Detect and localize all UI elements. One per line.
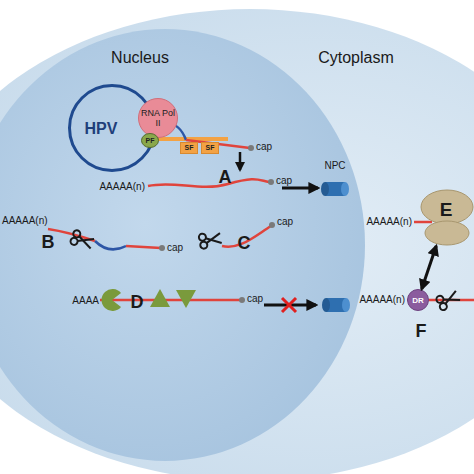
mrna-d-part [282,298,296,312]
node-text: DR [412,296,424,305]
mrna-a-part [239,152,242,170]
mrna-e [414,221,432,224]
mrna-d-part [100,299,240,302]
mrna-d-part [150,289,170,307]
region-label: Nucleus [111,50,169,66]
cap-label: cap [256,142,272,152]
step-letter: A [219,168,232,186]
mrna-f [407,289,474,312]
polymerase-circle: RNA Pol II [138,98,178,138]
region-label: Cytoplasm [318,50,394,66]
cap-label: cap [247,294,263,304]
node-text: E [440,200,453,220]
ribosome: E [418,188,474,246]
mrna-e-part [414,221,432,224]
shape-part [181,143,198,154]
cap-label: cap [277,217,293,227]
node-text: SF [185,144,194,152]
polya-label: AAAAA(n) [2,216,48,226]
mrna-d-part [282,298,296,312]
splicing-factor-box: SF [180,142,198,154]
polya-label: AAAAA(n) [359,295,405,305]
step-letter: C [238,234,251,252]
node-text: SF [206,144,215,152]
mrna-d [100,289,350,312]
mrna-c-part [269,222,275,228]
mrna-b-part [159,245,165,251]
nuclear-pore: NPC [318,162,352,198]
shape-part [341,182,349,196]
mrna-f-part [435,289,461,312]
mrna-d-part [322,298,350,312]
mrna-b-part [95,241,126,249]
shape-part [142,134,159,148]
polya-label: AAAAA(n) [99,182,145,192]
mrna-a-part [282,187,318,190]
double-arrow [422,246,437,289]
node-text: NPC [324,160,345,171]
node-text: PF [146,137,155,145]
mrna-a [148,152,318,188]
shape-part [139,99,178,138]
step-letter: F [416,322,427,340]
pre-mrna-part [248,145,254,151]
mrna-b-part [126,246,161,248]
mrna-d-part [176,290,196,308]
mrna-c-part [198,231,222,250]
cap-label: cap [167,243,183,253]
mrna-c [198,222,275,249]
factor-ellipse: PF [141,133,159,148]
mrna-b [48,229,165,251]
shape-part [408,290,429,311]
step-letter: D [131,293,144,311]
node-text: RNA Pol II [138,108,178,128]
mrna-d-part [239,297,245,303]
step-letter: B [42,233,55,251]
decay-factor-circle: DR [407,289,429,311]
mrna-a-part [268,179,274,185]
cell-background-part [0,29,365,461]
cap-label: cap [276,176,292,186]
mrna-a-part [148,179,269,187]
shape-part [421,190,473,224]
mrna-b-part [70,229,95,250]
polya-label: AAAA [72,296,99,306]
polya-label: AAAAA(n) [366,217,412,227]
node-text: HPV [85,120,118,137]
shape-part [425,221,469,245]
shape-part [202,143,219,154]
shape-part [321,182,329,196]
splicing-factor-box: SF [201,142,219,154]
mrna-d-part [102,289,121,311]
cell-background-part [0,9,474,474]
